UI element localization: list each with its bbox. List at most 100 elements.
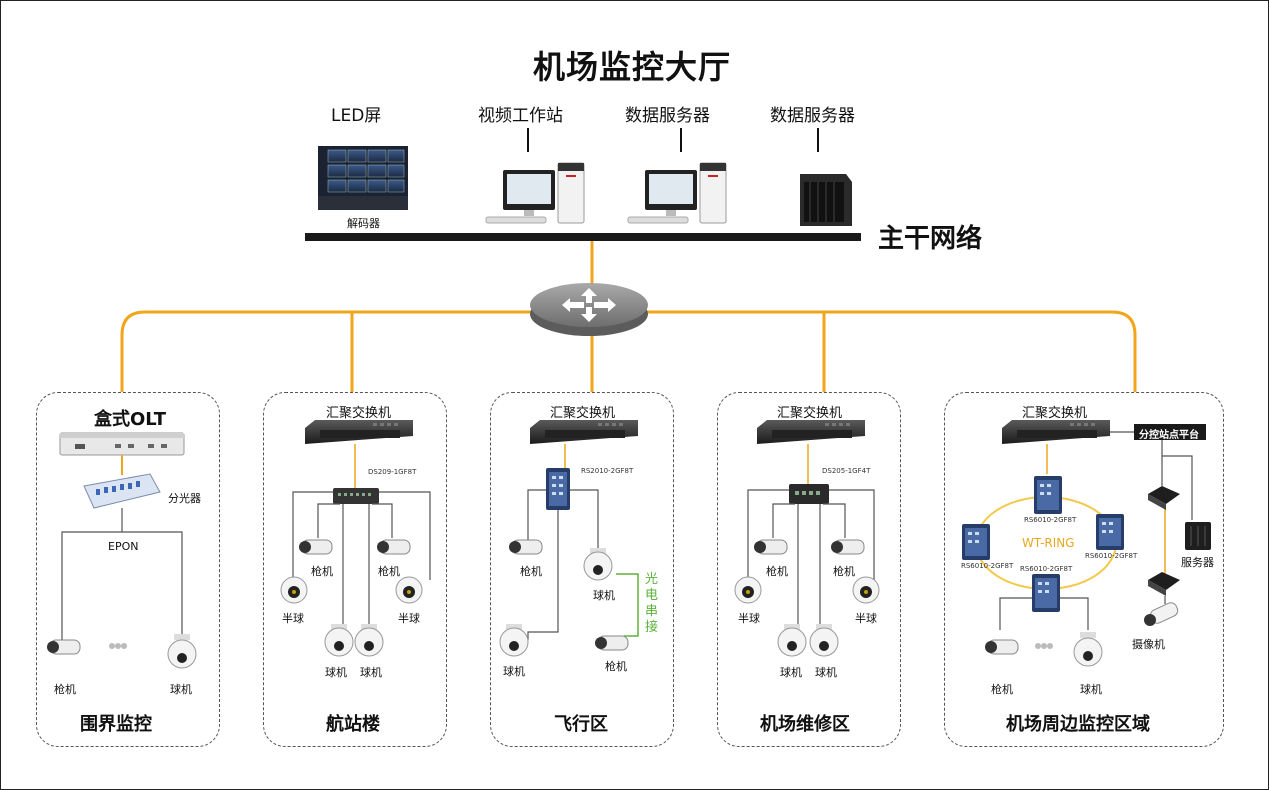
half-dome-camera-icon (395, 576, 423, 604)
access-switch-terminal-icon (333, 488, 379, 504)
led-label: LED屏 (331, 106, 382, 126)
ring-node-left-icon (962, 524, 990, 560)
splitter-label: 分光器 (168, 492, 201, 505)
half-dome-camera-icon (734, 576, 762, 604)
ring-node-bottom-label: RS6010-2GF8T (1020, 565, 1073, 573)
bullet-camera-icon (47, 639, 81, 655)
media-converter-2-icon (1148, 572, 1180, 596)
workstation-icon (485, 162, 585, 224)
epon-label: EPON (108, 540, 139, 553)
dome-camera-icon (583, 548, 613, 581)
more-cameras-ellipsis-icon (1035, 643, 1053, 649)
zone-name: 围界监控 (80, 714, 152, 735)
switch-model-label: DS205-1GF4T (822, 467, 871, 475)
access-switch-maintenance-icon (789, 484, 829, 504)
serial-link-label: 光电串接 (645, 572, 659, 635)
agg-switch-maintenance-icon (757, 420, 865, 444)
industrial-switch-flight-icon (546, 468, 570, 510)
camera-label: 球机 (815, 666, 837, 679)
switch-model-label: DS209-1GF8T (368, 468, 417, 476)
data-server-1-label: 数据服务器 (625, 106, 710, 126)
camera-label: 枪机 (311, 565, 333, 578)
backbone-label: 主干网络 (878, 224, 983, 254)
bullet-camera-icon (595, 635, 629, 651)
dome-camera-icon (499, 624, 529, 657)
half-dome-camera-icon (280, 576, 308, 604)
camera-label: 半球 (738, 612, 760, 625)
ring-node-left-label: RS6010-2GF8T (961, 562, 1014, 570)
ring-node-top-label: RS6010-2GF8T (1024, 516, 1077, 524)
led-wall-icon (318, 146, 408, 210)
decoder-label: 解码器 (347, 217, 380, 230)
camera-label: 摄像机 (1132, 638, 1165, 651)
data-server-2-label: 数据服务器 (770, 106, 855, 126)
camera-label: 球机 (780, 666, 802, 679)
server-label: 服务器 (1181, 556, 1214, 569)
dome-camera-icon (167, 634, 197, 669)
branch-platform-box (1134, 424, 1206, 440)
camera-label: 半球 (282, 612, 304, 625)
zone-flight (490, 392, 674, 747)
agg-switch-terminal-icon (305, 420, 413, 444)
bullet-camera-icon (985, 639, 1019, 655)
bullet-camera-icon (754, 539, 788, 555)
dome-camera-icon (809, 624, 839, 657)
branch-camera-icon (1144, 602, 1179, 626)
ring-node-right-icon (1096, 514, 1124, 550)
camera-label: 枪机 (54, 683, 76, 696)
zone-perimeter (36, 392, 220, 747)
olt-label: 盒式OLT (94, 409, 167, 430)
camera-label: 球机 (325, 666, 347, 679)
camera-label: 球机 (360, 666, 382, 679)
ring-node-right-label: RS6010-2GF8T (1085, 552, 1138, 560)
dome-camera-icon (777, 624, 807, 657)
bullet-camera-icon (831, 539, 865, 555)
zone-name: 机场周边监控区域 (1006, 714, 1150, 735)
camera-label: 枪机 (991, 683, 1013, 696)
camera-label: 球机 (593, 589, 615, 602)
bullet-camera-icon (377, 539, 411, 555)
camera-label: 半球 (855, 612, 877, 625)
zone-terminal (263, 392, 447, 747)
ring-label: WT-RING (1022, 536, 1075, 550)
camera-label: 半球 (398, 612, 420, 625)
agg-switch-flight-icon (530, 420, 638, 444)
camera-label: 枪机 (605, 660, 627, 673)
more-cameras-ellipsis-icon (109, 643, 127, 649)
agg-switch-label: 汇聚交换机 (1022, 406, 1088, 421)
camera-label: 枪机 (766, 565, 788, 578)
diagram-title: 机场监控大厅 (533, 48, 732, 86)
media-converter-1-icon (1148, 486, 1180, 510)
branch-platform-label: 分控站点平台 (1139, 430, 1199, 441)
zone-name: 机场维修区 (760, 714, 850, 735)
camera-label: 球机 (503, 665, 525, 678)
camera-label: 球机 (170, 683, 192, 696)
camera-label: 球机 (1080, 683, 1102, 696)
camera-label: 枪机 (378, 565, 400, 578)
agg-switch-perimeter-area-icon (1002, 420, 1110, 444)
camera-label: 枪机 (520, 565, 542, 578)
switch-model-label: RS2010-2GF8T (581, 467, 634, 475)
bullet-camera-icon (509, 539, 543, 555)
half-dome-camera-icon (852, 576, 880, 604)
data-server-rack-icon (800, 174, 852, 226)
splitter-icon (83, 473, 161, 509)
agg-switch-label: 汇聚交换机 (550, 406, 616, 421)
olt-device-icon (59, 432, 185, 456)
camera-label: 枪机 (833, 565, 855, 578)
bullet-camera-icon (299, 539, 333, 555)
agg-switch-label: 汇聚交换机 (326, 406, 392, 421)
zone-maintenance (717, 392, 901, 747)
backbone-bar (305, 233, 861, 241)
zone-name: 航站楼 (326, 714, 380, 735)
agg-switch-label: 汇聚交换机 (777, 406, 843, 421)
dome-camera-icon (1073, 632, 1103, 667)
zone-perimeter-area (944, 392, 1224, 747)
zone-name: 飞行区 (554, 714, 608, 735)
branch-server-icon (1185, 522, 1211, 550)
ring-node-top-icon (1034, 476, 1062, 514)
dome-camera-icon (354, 624, 384, 657)
workstation-label: 视频工作站 (478, 106, 563, 126)
